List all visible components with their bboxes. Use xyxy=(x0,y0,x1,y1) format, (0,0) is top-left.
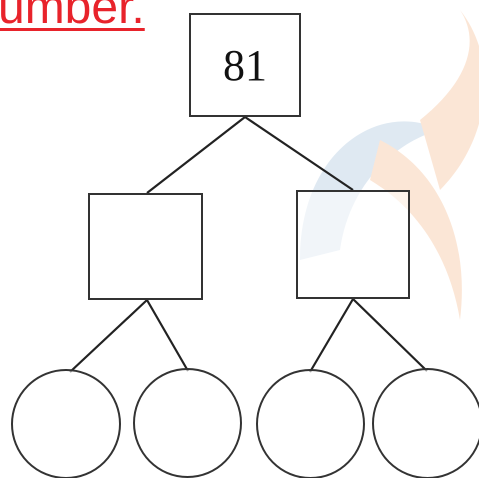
right-factor-box[interactable] xyxy=(296,190,410,299)
leaf-value-1 xyxy=(13,371,119,477)
watermark-orange-swoosh xyxy=(420,10,479,190)
edge-left-leaf2 xyxy=(146,299,189,372)
root-number: 81 xyxy=(223,40,267,90)
leaf-circle-1[interactable] xyxy=(11,369,121,478)
leaf-circle-3[interactable] xyxy=(256,369,365,478)
edge-root-right xyxy=(244,116,354,191)
root-number-box: 81 xyxy=(189,13,301,117)
edge-left-leaf1 xyxy=(69,299,148,373)
leaf-circle-4[interactable] xyxy=(372,368,479,478)
right-factor-value xyxy=(298,192,408,297)
leaf-value-2 xyxy=(135,370,240,476)
edge-right-leaf3 xyxy=(309,298,354,373)
left-factor-box[interactable] xyxy=(88,193,203,300)
leaf-value-3 xyxy=(258,371,363,477)
watermark-orange-arc xyxy=(370,140,462,320)
left-factor-value xyxy=(90,195,201,298)
leaf-circle-2[interactable] xyxy=(133,368,242,478)
edge-root-left xyxy=(146,116,246,194)
instruction-heading: umber. xyxy=(0,0,145,34)
edge-right-leaf4 xyxy=(352,298,428,372)
leaf-value-4 xyxy=(374,370,479,477)
